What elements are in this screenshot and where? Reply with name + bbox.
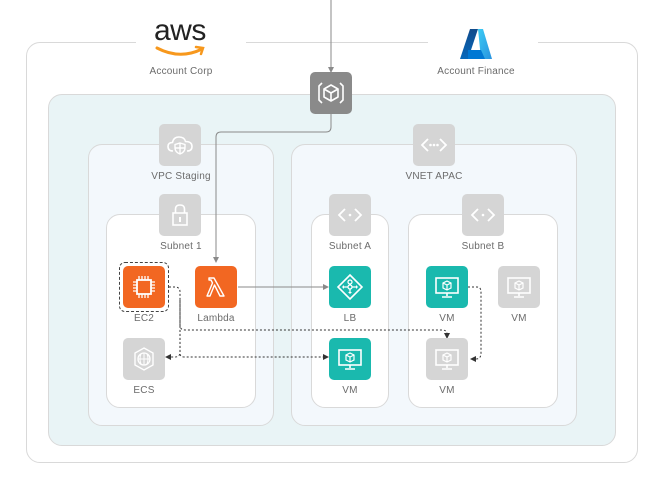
aws-logo: aws (150, 14, 230, 60)
network-brackets-icon (420, 138, 448, 152)
subnet-a-label: Subnet A (328, 241, 372, 252)
subnet-a-icon-box[interactable] (329, 194, 371, 236)
lock-icon (172, 204, 188, 226)
lambda-icon (206, 277, 225, 297)
vm-b2-node[interactable] (498, 266, 540, 308)
lb-label: LB (343, 313, 357, 324)
cube-gateway-icon (318, 82, 344, 104)
aws-smile-icon (155, 45, 205, 56)
lambda-node[interactable] (195, 266, 237, 308)
cloud-shield-icon (167, 136, 193, 155)
ecs-node[interactable] (123, 338, 165, 380)
vm-b3-node[interactable] (426, 338, 468, 380)
monitor-cube-icon (507, 277, 531, 298)
monitor-cube-icon (435, 277, 459, 298)
ec2-label: EC2 (133, 313, 155, 324)
globe-container-icon (134, 347, 154, 371)
vm-b1-label: VM (439, 313, 455, 324)
chip-icon (133, 276, 155, 298)
network-brackets-icon (337, 208, 363, 222)
monitor-cube-icon (435, 349, 459, 370)
subnet-1-label: Subnet 1 (160, 241, 202, 252)
vnet-apac-label: VNET APAC (405, 171, 463, 182)
vm-b1-node[interactable] (426, 266, 468, 308)
lb-node[interactable] (329, 266, 371, 308)
vm-a-label: VM (342, 385, 358, 396)
azure-logo (460, 29, 492, 59)
vm-a-node[interactable] (329, 338, 371, 380)
subnet-b-label: Subnet B (461, 241, 505, 252)
vm-b3-label: VM (439, 385, 455, 396)
ecs-label: ECS (133, 385, 155, 396)
account-corp-label: Account Corp (149, 66, 213, 77)
monitor-cube-icon (338, 349, 362, 370)
subnet-b-icon-box[interactable] (462, 194, 504, 236)
subnet-1-icon-box[interactable] (159, 194, 201, 236)
load-balancer-icon (336, 273, 364, 301)
ec2-selection-outline (119, 262, 169, 312)
account-finance-label: Account Finance (437, 66, 515, 77)
lambda-label: Lambda (197, 313, 235, 324)
vm-b2-label: VM (511, 313, 527, 324)
aws-logo-backdrop (136, 30, 246, 60)
vnet-apac-icon-box[interactable] (413, 124, 455, 166)
vpc-staging-label: VPC Staging (151, 171, 211, 182)
gateway-node[interactable] (310, 72, 352, 114)
network-brackets-icon (470, 208, 496, 222)
ec2-node[interactable] (123, 266, 165, 308)
vpc-staging-icon-box[interactable] (159, 124, 201, 166)
aws-logo-text: aws (154, 14, 206, 47)
